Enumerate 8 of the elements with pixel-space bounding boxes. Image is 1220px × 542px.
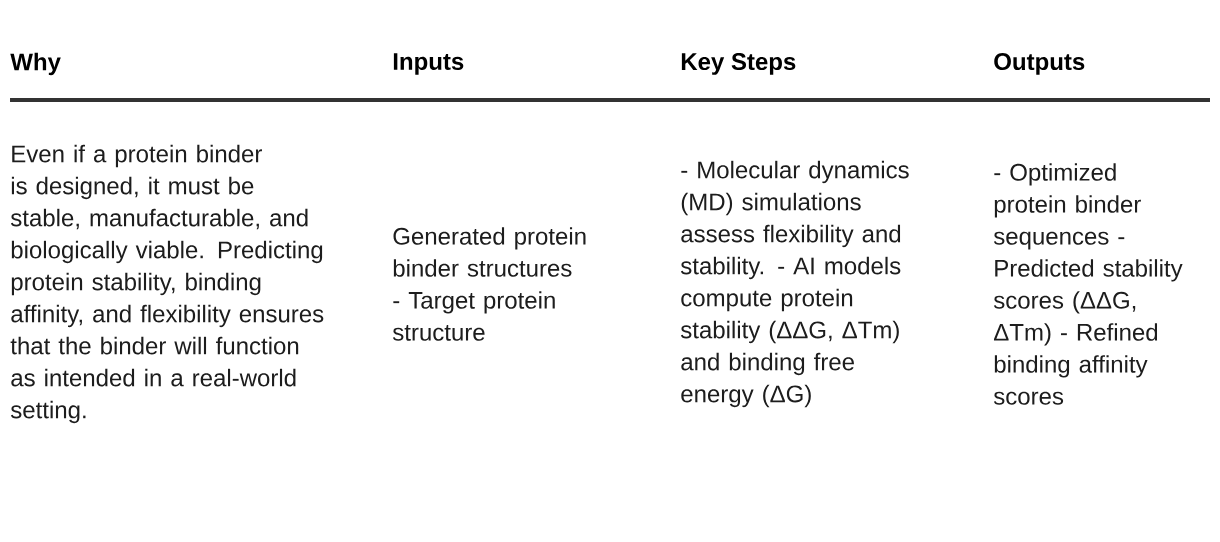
table-text: - Molecular dynamics (MD) simulations assess flexibility and stability. - AI models compute protein stability (ΔΔG, ΔTm) and binding free energy (ΔG) [680,160,909,408]
column-header: Key Steps [681,53,796,75]
column-header: Why [10,52,61,76]
table-text: Even if a protein binder is designed, it must be stable, manufacturable, and biologically viable. Predicting protein stability, binding affinity, and flexibility ensures that the binder will function as intended in a real-world setting. [10,144,324,424]
table-text: - Optimized protein binder sequences - Predicted stability scores (ΔΔG, ΔTm) - Refined binding affinity scores [993,163,1183,405]
column-header: Outputs [994,53,1085,75]
table-text: Generated protein binder structures - Target protein structure [392,227,586,341]
column-header: Inputs [393,53,464,75]
